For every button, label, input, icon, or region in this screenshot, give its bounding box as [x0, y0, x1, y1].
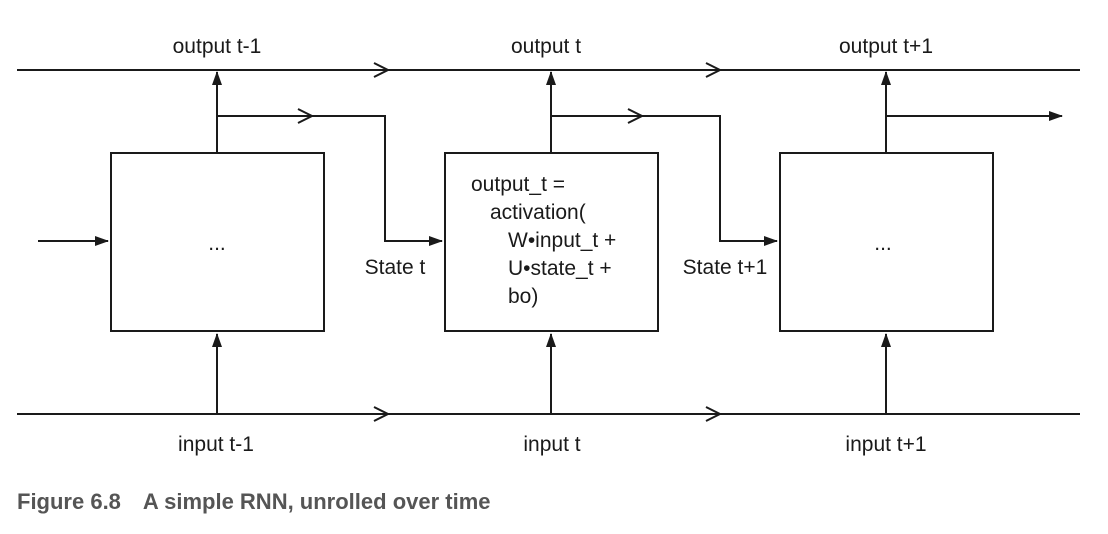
state-path-1	[217, 115, 443, 246]
formula-line-1: output_t =	[471, 173, 565, 196]
box-ellipsis-3: ...	[874, 232, 892, 255]
figure-number: Figure 6.8	[17, 489, 121, 514]
state-path-1-chevron	[297, 108, 315, 124]
state-path-2-chevron	[627, 108, 645, 124]
output-rail-chevron-1	[373, 62, 391, 78]
formula-line-2: activation(	[490, 201, 586, 224]
state-label-1: State t	[365, 256, 426, 279]
output-label-2: output t	[511, 35, 581, 58]
state-path-2	[551, 115, 778, 246]
input-label-3: input t+1	[845, 433, 926, 456]
formula-line-4: U•state_t +	[508, 257, 612, 280]
output-label-3: output t+1	[839, 35, 933, 58]
formula-line-3: W•input_t +	[508, 229, 616, 252]
state-label-2: State t+1	[683, 256, 768, 279]
input-label-1: input t-1	[178, 433, 254, 456]
output-label-1: output t-1	[173, 35, 262, 58]
input-rail-chevron-1	[373, 406, 391, 422]
figure-caption-text: A simple RNN, unrolled over time	[142, 489, 491, 514]
figure-caption: Figure 6.8 A simple RNN, unrolled over ti…	[17, 489, 491, 515]
input-label-2: input t	[523, 433, 580, 456]
formula-line-5: bo)	[508, 285, 538, 308]
input-rail-chevron-2	[705, 406, 723, 422]
output-rail-chevron-2	[705, 62, 723, 78]
box-ellipsis-1: ...	[208, 232, 226, 255]
